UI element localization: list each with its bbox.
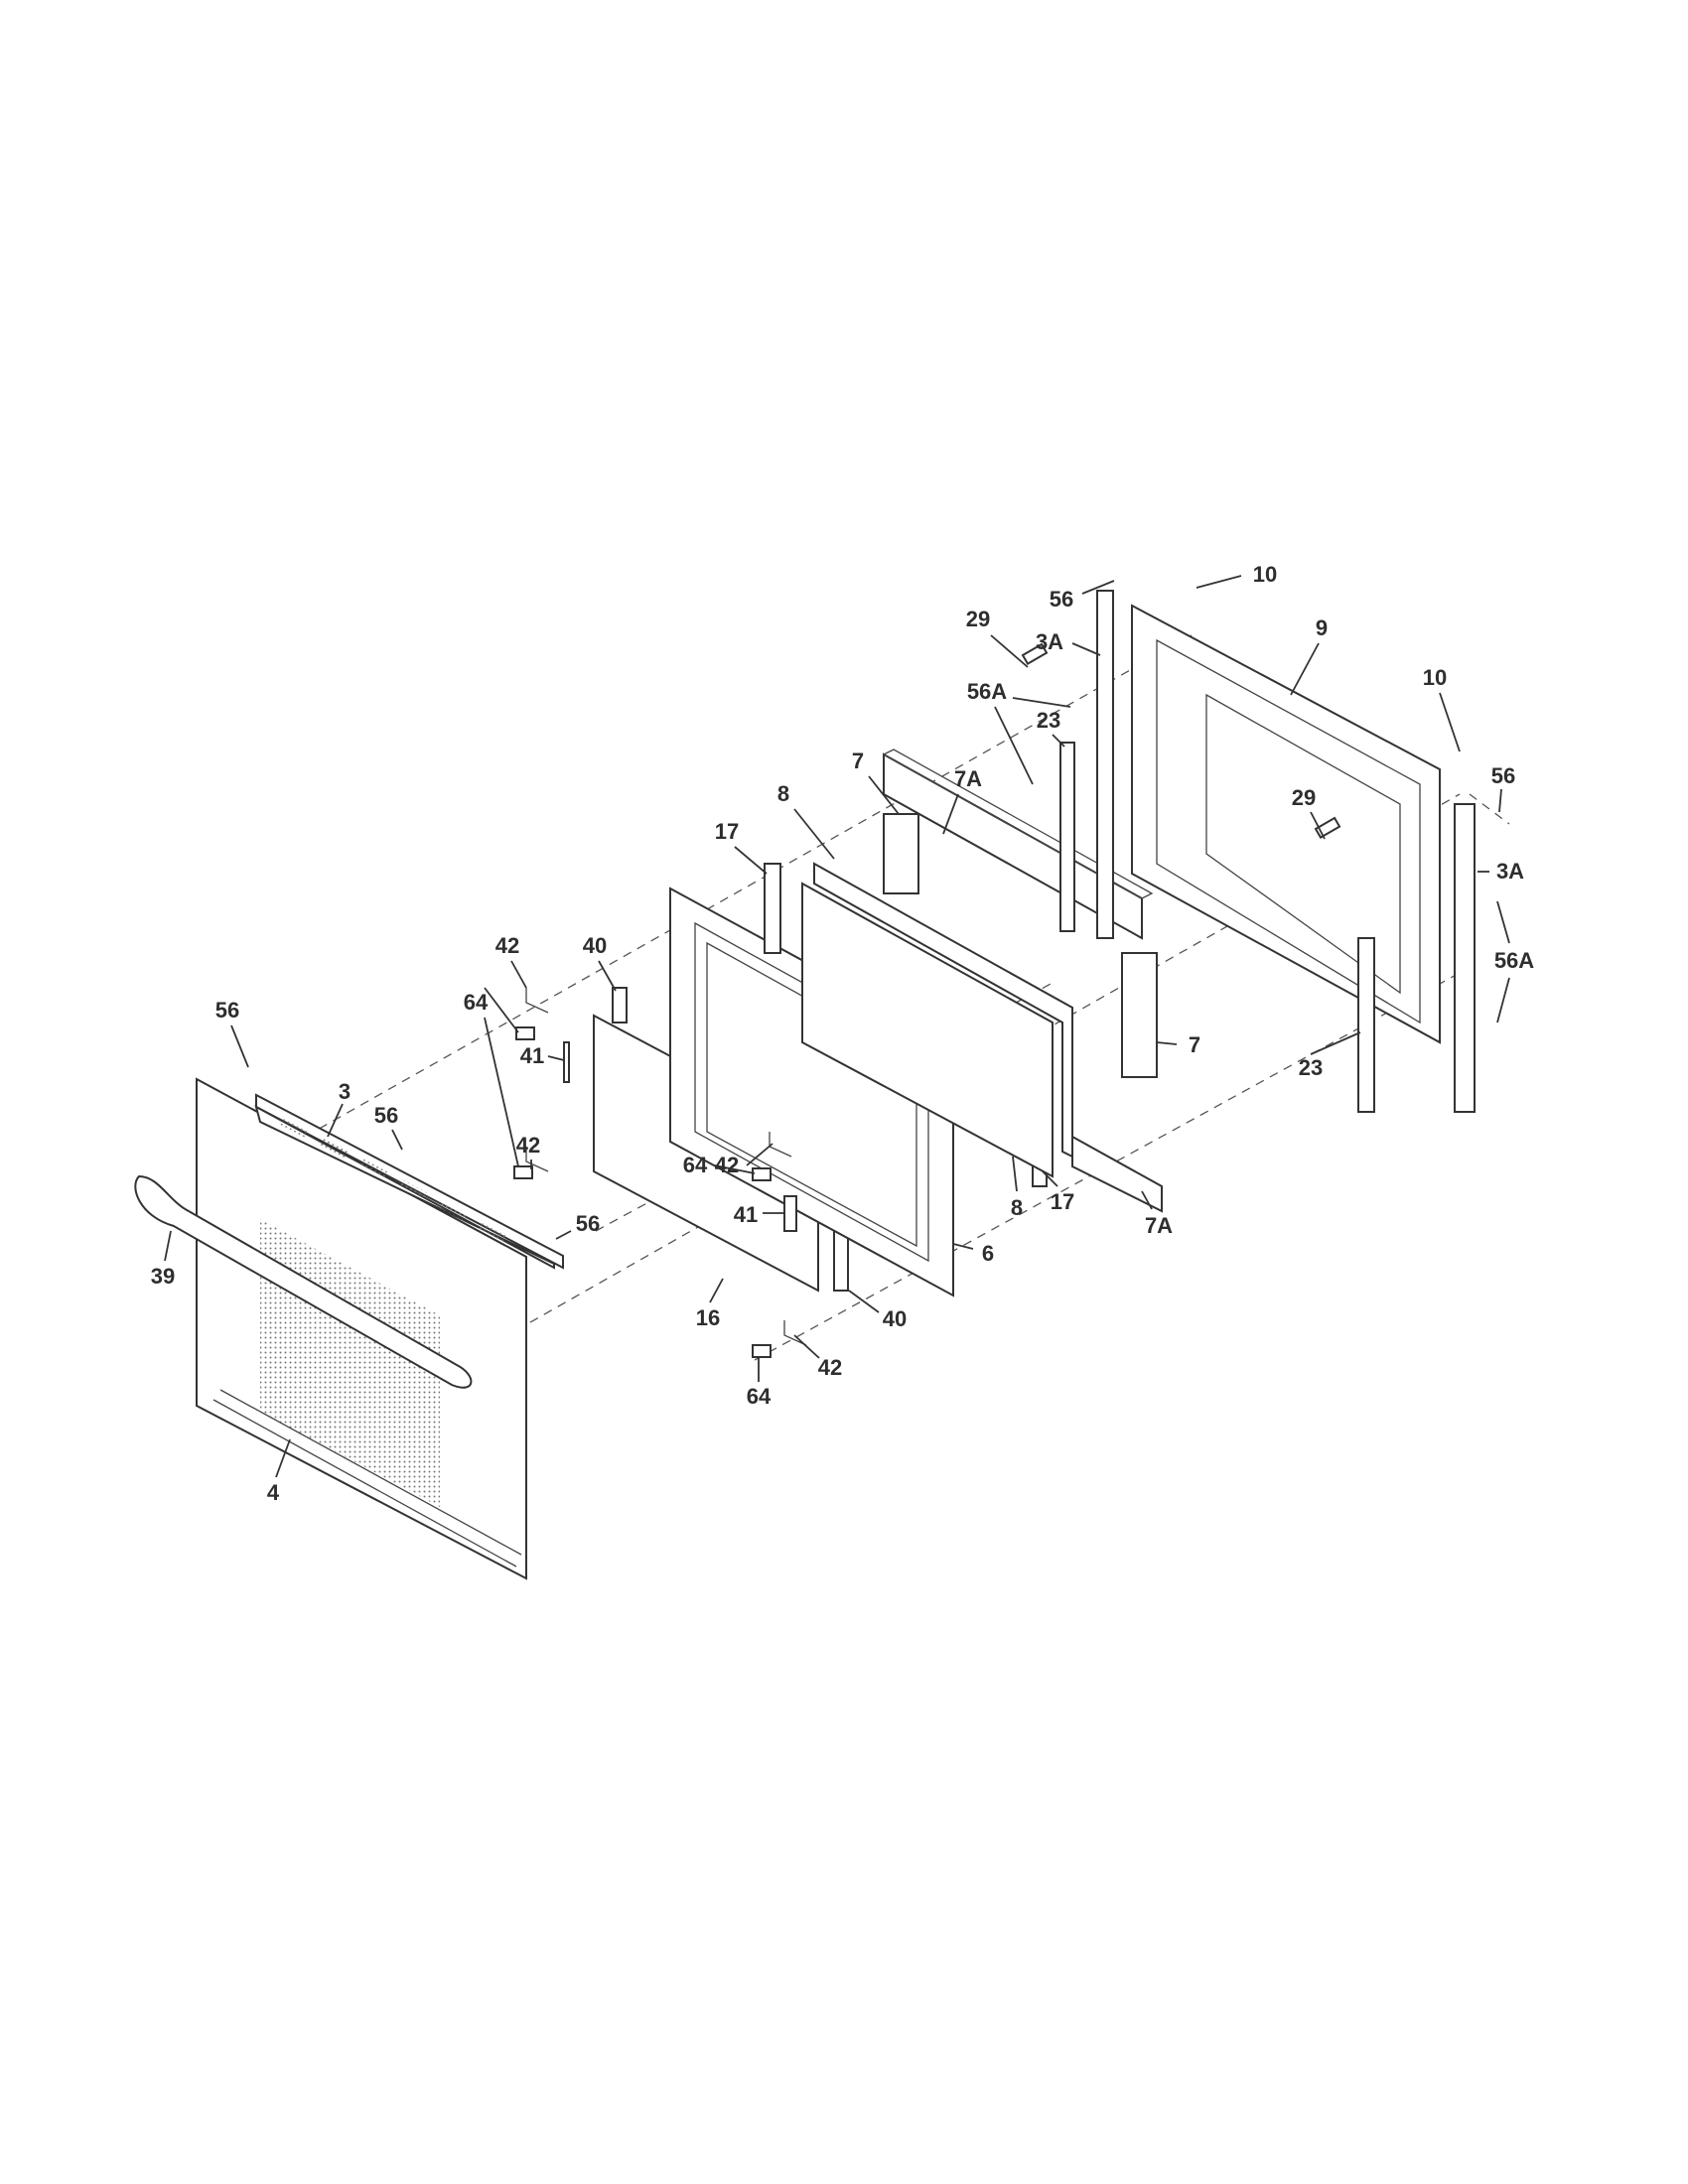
callout-label: 42	[494, 933, 520, 958]
callout-label: 16	[695, 1305, 721, 1330]
callout-label: 42	[817, 1355, 843, 1380]
callout-label: 40	[582, 933, 608, 958]
side-trim-3A-left	[1096, 590, 1114, 939]
callout-label: 64	[746, 1384, 772, 1409]
callout-label: 29	[1291, 785, 1317, 810]
callout-label: 10	[1252, 562, 1278, 587]
callout-label: 41	[519, 1043, 545, 1068]
callout-label: 7A	[953, 766, 983, 791]
callout-label: 56	[1490, 763, 1516, 788]
callout-label: 56A	[1493, 948, 1535, 973]
callout-label: 56	[575, 1211, 601, 1236]
side-trim-3A-right	[1454, 803, 1476, 1113]
callout-label: 17	[714, 819, 740, 844]
callout-label: 3A	[1495, 859, 1525, 884]
callout-label: 3A	[1035, 629, 1064, 654]
callout-label: 42	[515, 1133, 541, 1158]
callout-label: 23	[1036, 708, 1061, 733]
callout-label: 39	[150, 1264, 176, 1289]
callout-label: 7A	[1144, 1213, 1174, 1238]
insulation-7A-top	[882, 749, 1154, 940]
leader-lines	[164, 575, 1510, 1478]
callout-label: 64	[463, 990, 489, 1015]
door-handle	[134, 1174, 473, 1389]
callout-label: 8	[1010, 1195, 1024, 1220]
insulation-7A-bottom	[1071, 1135, 1163, 1213]
callout-label: 56	[1049, 587, 1074, 612]
callout-label: 10	[1422, 665, 1448, 690]
callout-label: 56	[214, 998, 240, 1023]
inner-door-frame-9	[1131, 604, 1441, 1044]
callout-label: 9	[1315, 615, 1329, 640]
hinge-23-right	[1357, 937, 1375, 1113]
callout-label: 4	[266, 1480, 280, 1505]
insulation-7-right	[1121, 952, 1158, 1078]
callout-label: 6	[981, 1241, 995, 1266]
glass-panel-8	[801, 862, 1073, 1178]
callout-label: 23	[1298, 1055, 1324, 1080]
callout-label: 56A	[966, 679, 1008, 704]
callout-label: 64	[682, 1153, 708, 1177]
callout-label: 17	[1050, 1189, 1075, 1214]
small-hardware	[513, 642, 1341, 1358]
callout-label: 7	[1188, 1032, 1201, 1057]
callout-label: 29	[965, 607, 991, 631]
callout-label: 3	[338, 1079, 352, 1104]
callout-label: 41	[733, 1202, 759, 1227]
callout-label: 8	[776, 781, 790, 806]
callout-label: 40	[882, 1306, 908, 1331]
hinge-23-left	[1059, 742, 1075, 932]
callout-label: 56	[373, 1103, 399, 1128]
vent-trim	[254, 1093, 564, 1270]
callout-label: 7	[851, 749, 865, 773]
callout-label: 42	[714, 1153, 740, 1177]
insulation-7-top	[883, 813, 919, 894]
